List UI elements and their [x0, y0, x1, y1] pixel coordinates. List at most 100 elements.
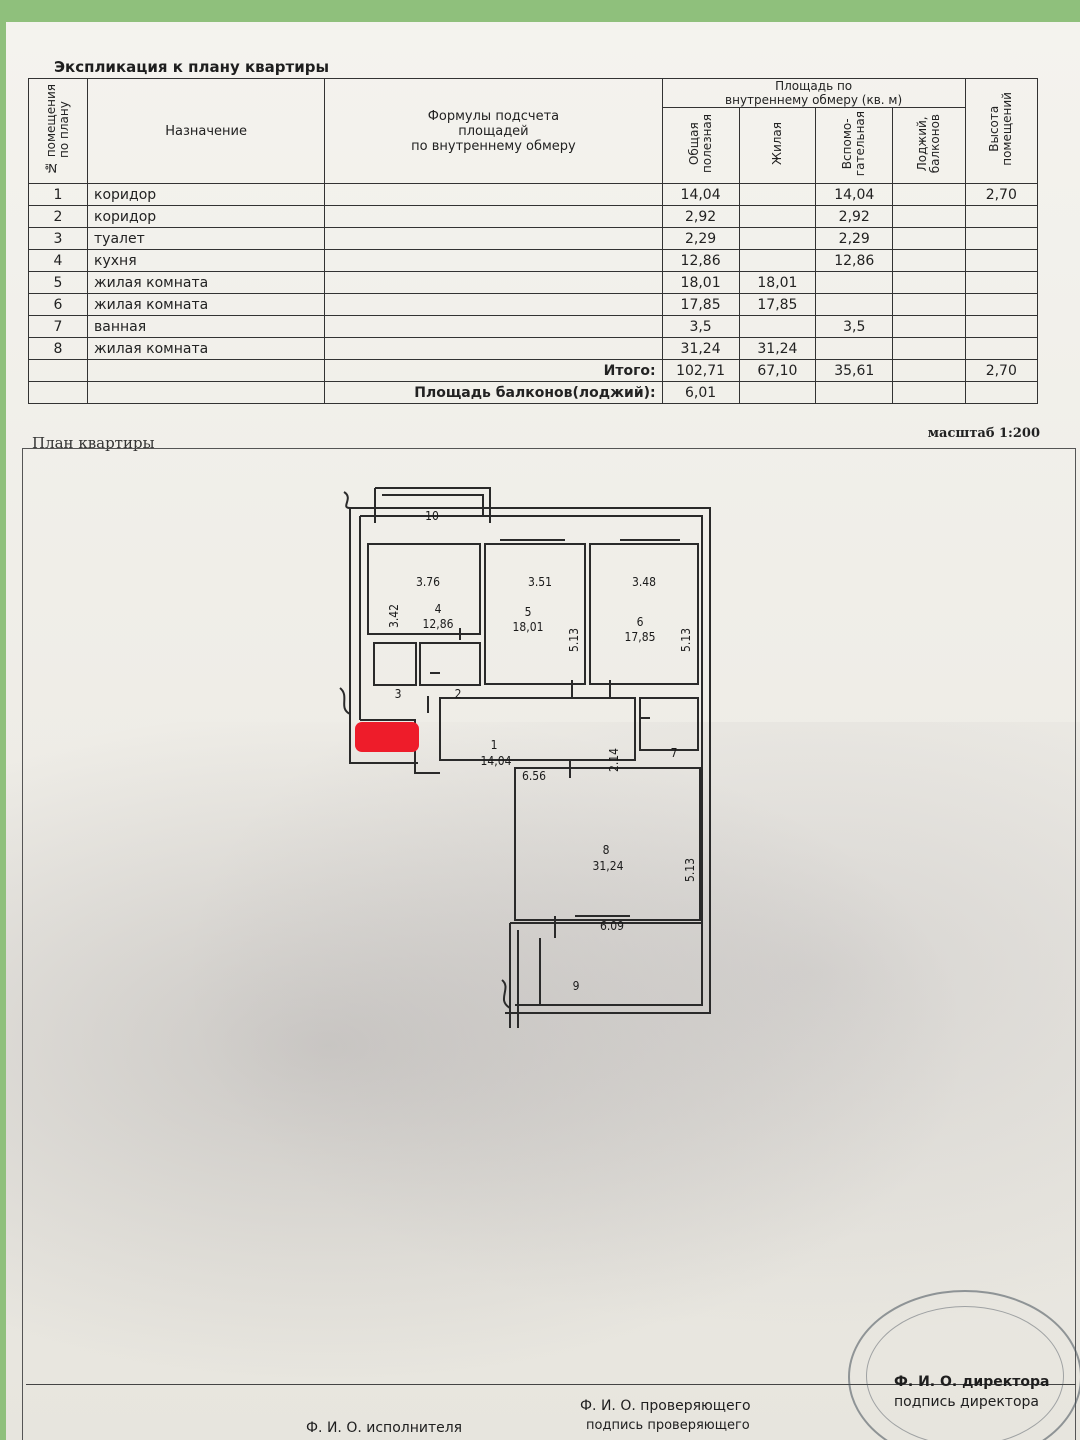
row-aux-area [815, 293, 894, 316]
table-header-row: № помещения по плану Назначение Формулы … [27, 77, 1039, 184]
row-purpose: ванная [87, 315, 326, 338]
row-purpose: туалет [87, 227, 326, 250]
header-loggia: Лоджий, балконов [892, 107, 966, 184]
seal-stamp [848, 1290, 1080, 1440]
row-number: 5 [27, 271, 89, 294]
row-formula [324, 205, 663, 228]
explication-table: № помещения по плану Назначение Формулы … [27, 77, 1039, 404]
row-loggia-area [892, 315, 966, 338]
room-1-height: 2.14 [607, 748, 621, 772]
room-10-label: 10 [425, 509, 439, 523]
checker-label: Ф. И. О. проверяющего [580, 1398, 751, 1414]
total-useful-value: 102,71 [661, 359, 740, 382]
row-aux-area: 2,92 [815, 205, 894, 228]
row-total-area: 18,01 [661, 271, 740, 294]
room-2-label: 2 [455, 687, 462, 701]
room-4-height: 3.42 [387, 604, 401, 628]
header-height: Высота помещений [964, 78, 1039, 184]
row-number: 7 [27, 315, 89, 338]
row-loggia-area [892, 249, 966, 272]
room-8-area: 31,24 [593, 859, 624, 873]
header-auxiliary: Вспомо- гательная [815, 107, 894, 184]
row-height [964, 271, 1039, 294]
row-loggia-area [892, 337, 966, 360]
row-aux-area: 14,04 [815, 183, 894, 206]
total-height-value: 2,70 [964, 359, 1039, 382]
row-height [964, 227, 1039, 250]
row-purpose: кухня [87, 249, 326, 272]
row-living-area [738, 315, 817, 338]
row-formula [324, 271, 663, 294]
row-height [964, 293, 1039, 316]
row-number: 4 [27, 249, 89, 272]
room-1-area: 14,04 [481, 754, 512, 768]
row-number: 8 [27, 337, 89, 360]
room-3-label: 3 [395, 687, 402, 701]
table-balcony-row: Площадь балконов(лоджий): 6,01 [27, 381, 1039, 404]
plan-frame [22, 448, 1076, 1440]
room-6-number: 6 [637, 615, 644, 629]
header-room-no: № помещения по плану [27, 78, 89, 184]
row-purpose: жилая комната [87, 271, 326, 294]
row-total-area: 12,86 [661, 249, 740, 272]
room-4-width: 3.76 [416, 575, 440, 589]
row-total-area: 31,24 [661, 337, 740, 360]
total-aux-value: 35,61 [815, 359, 894, 382]
executor-label: Ф. И. О. исполнителя [306, 1420, 463, 1436]
header-living: Жилая [738, 107, 817, 184]
room-9-label: 9 [573, 979, 580, 993]
header-total-useful: Общая полезная [661, 107, 740, 184]
row-purpose: жилая комната [87, 337, 326, 360]
row-formula [324, 293, 663, 316]
seal-inner-ring [866, 1306, 1064, 1440]
row-formula [324, 315, 663, 338]
balcony-value: 6,01 [661, 381, 740, 404]
row-total-area: 2,29 [661, 227, 740, 250]
row-aux-area [815, 271, 894, 294]
row-living-area: 31,24 [738, 337, 817, 360]
row-loggia-area [892, 183, 966, 206]
header-purpose: Назначение [87, 78, 326, 184]
row-loggia-area [892, 205, 966, 228]
row-formula [324, 337, 663, 360]
row-aux-area: 12,86 [815, 249, 894, 272]
row-total-area: 2,92 [661, 205, 740, 228]
row-height [964, 205, 1039, 228]
row-living-area [738, 249, 817, 272]
room-4-number: 4 [435, 602, 442, 616]
row-loggia-area [892, 227, 966, 250]
room-6-height: 5.13 [679, 628, 693, 652]
room-8-height: 5.13 [683, 858, 697, 882]
row-number: 2 [27, 205, 89, 228]
row-number: 1 [27, 183, 89, 206]
row-height [964, 315, 1039, 338]
checker-sign-label: подпись проверяющего [586, 1418, 750, 1433]
floor-plan: 10 3.76 4 12,86 3.51 5 18,01 3.48 6 17,8… [339, 487, 711, 1028]
total-living-value: 67,10 [738, 359, 817, 382]
row-height [964, 337, 1039, 360]
document-sheet: Экспликация к плану квартиры № помещения… [6, 22, 1080, 1440]
plan-caption: План квартиры [32, 434, 155, 452]
row-aux-area: 3,5 [815, 315, 894, 338]
room-5-width: 3.51 [528, 575, 552, 589]
room-1-width: 6.56 [522, 769, 546, 783]
room-5-area: 18,01 [513, 620, 544, 634]
document-title: Экспликация к плану квартиры [54, 58, 330, 76]
room-7-label: 7 [671, 746, 678, 760]
row-total-area: 3,5 [661, 315, 740, 338]
plan-scale: масштаб 1:200 [927, 426, 1040, 441]
footer-divider [26, 1384, 1076, 1385]
row-purpose: коридор [87, 183, 326, 206]
room-5-height: 5.13 [567, 628, 581, 652]
row-number: 3 [27, 227, 89, 250]
row-purpose: жилая комната [87, 293, 326, 316]
room-6-area: 17,85 [625, 630, 656, 644]
